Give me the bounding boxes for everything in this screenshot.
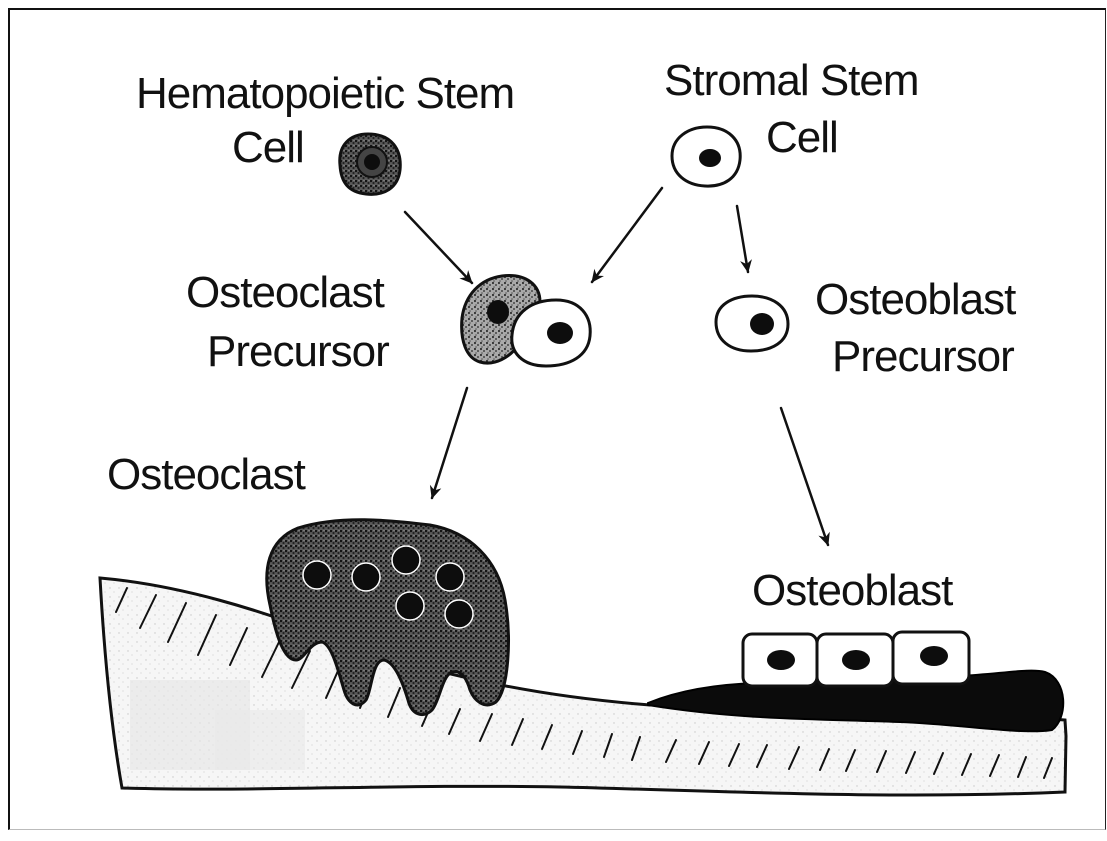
stromal-support-cell: [512, 300, 590, 366]
label-stromal-stem-line2: Cell: [766, 113, 838, 163]
label-osteoblast: Osteoblast: [752, 566, 952, 616]
osteoblast-cell-2: [817, 634, 893, 686]
arrow-ob-precursor-to-osteoblast: [781, 408, 828, 545]
label-hematopoietic-stem-line1: Hematopoietic Stem: [136, 69, 514, 119]
label-stromal-stem-line1: Stromal Stem: [664, 56, 919, 106]
arrow-ssc-to-stromal-support: [592, 188, 662, 282]
label-osteoclast: Osteoclast: [107, 450, 305, 500]
osteoblast-row: [743, 632, 969, 686]
hematopoietic-stem-cell: [340, 134, 400, 194]
label-osteoblast-precursor-line1: Osteoblast: [815, 275, 1015, 325]
osteoblast-cell-1: [743, 634, 817, 686]
stromal-stem-cell: [672, 127, 740, 186]
label-osteoclast-precursor-line2: Precursor: [207, 327, 389, 377]
label-hematopoietic-stem-line2: Cell: [232, 123, 304, 173]
arrow-oc-precursor-to-osteoclast: [432, 388, 467, 498]
arrow-ssc-to-ob-precursor: [737, 206, 748, 272]
osteoblast-cell-3: [893, 632, 969, 684]
label-osteoblast-precursor-line2: Precursor: [832, 332, 1014, 382]
osteoblast-precursor-cell: [716, 296, 788, 351]
arrow-hsc-to-oc-precursor: [405, 212, 472, 283]
flow-arrows: [405, 188, 828, 545]
label-osteoclast-precursor-line1: Osteoclast: [186, 268, 384, 318]
